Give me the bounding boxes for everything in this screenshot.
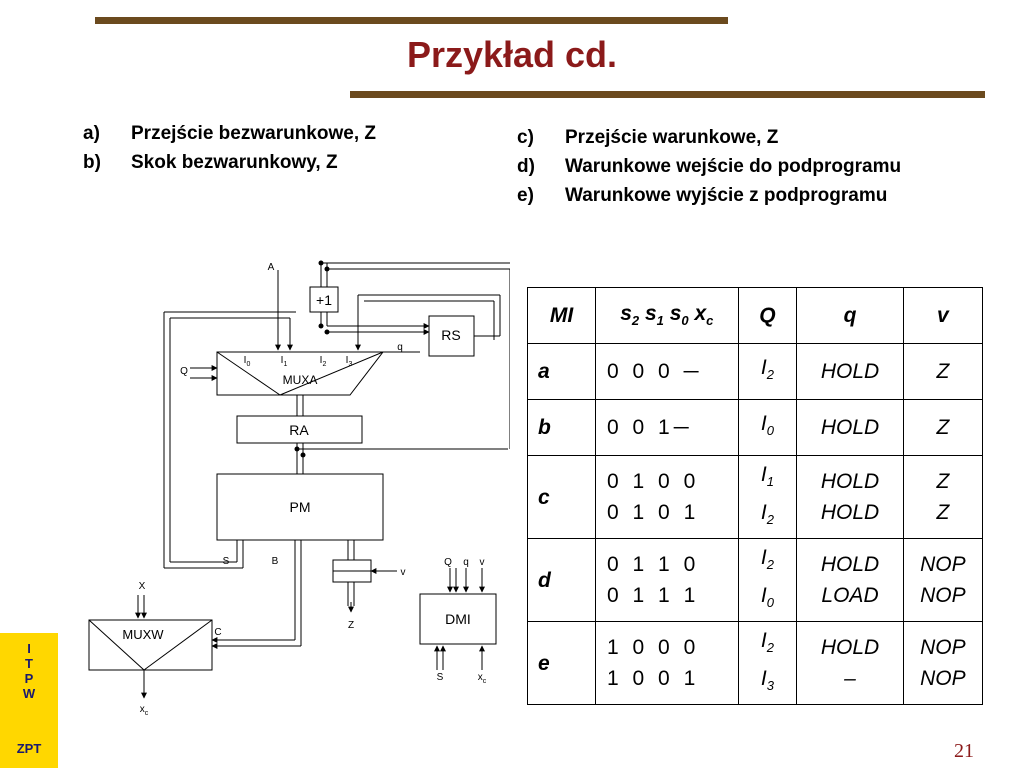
b-label: B	[272, 556, 279, 567]
junction-dot	[324, 266, 330, 272]
q-output-label: q	[397, 342, 403, 353]
left-list: a)Przejście bezwarunkowe, Z b)Skok bezwa…	[83, 119, 376, 177]
dmi-qs-label: q	[463, 557, 469, 568]
junction-dot	[294, 446, 300, 452]
list-item: a)Przejście bezwarunkowe, Z	[83, 123, 376, 144]
dmi-label: DMI	[445, 611, 471, 627]
sidebar-letter: P	[24, 671, 34, 686]
dmi-xc-label: xc	[478, 672, 487, 685]
sidebar-logo-strip: I T P W ZPT	[0, 633, 58, 768]
v-label: v	[401, 567, 406, 578]
table-row: b 0 0 1─ I0 HOLD Z	[526, 399, 984, 456]
junction-dot	[300, 452, 306, 458]
muxa-inner-line	[279, 351, 384, 396]
muxa-inner-line	[216, 351, 281, 396]
sidebar-footer: ZPT	[16, 741, 42, 756]
col-s: s2 s1 s0 xc	[595, 287, 739, 344]
s-label: S	[223, 556, 230, 567]
muxw-label: MUXW	[122, 627, 164, 642]
col-q-lower: q	[796, 287, 904, 344]
sidebar-letter: W	[22, 686, 36, 701]
x-label: X	[139, 581, 146, 592]
col-mi: MI	[526, 287, 597, 344]
output-xc-label: xc	[140, 704, 149, 717]
sidebar-letter: T	[25, 656, 33, 671]
i2-label: I2	[320, 355, 327, 368]
right-list: c)Przejście warunkowe, Z d)Warunkowe wej…	[517, 123, 901, 210]
col-v: v	[902, 287, 984, 344]
list-item: b)Skok bezwarunkowy, Z	[83, 152, 338, 173]
sidebar-letter: I	[27, 641, 31, 656]
col-q-upper: Q	[737, 287, 798, 344]
i3-label: I3	[346, 355, 353, 368]
pm-block	[216, 473, 384, 541]
rs-label: RS	[441, 327, 460, 343]
increment-block	[309, 286, 339, 313]
table-header-row: MI s2 s1 s0 xc Q q v	[526, 287, 984, 344]
muxw-inner-line	[88, 619, 145, 671]
dmi-block	[419, 593, 497, 645]
bottom-decorative-bar	[350, 91, 985, 98]
microinstruction-table: MI s2 s1 s0 xc Q q v a 0 0 0 ─ I2 HOLD Z…	[526, 287, 984, 705]
list-item: d)Warunkowe wejście do podprogramu	[517, 156, 902, 177]
a-label: A	[268, 262, 275, 273]
junction-dot	[318, 260, 324, 266]
list-item: c)Przejście warunkowe, Z	[517, 127, 779, 148]
dmi-s-label: S	[437, 672, 444, 683]
c-label: C	[214, 627, 221, 638]
muxa-label: MUXA	[283, 373, 318, 387]
top-decorative-bar	[95, 17, 728, 24]
pm-label: PM	[290, 499, 311, 515]
table-row: a 0 0 0 ─ I2 HOLD Z	[526, 343, 984, 400]
dmi-v-label: v	[480, 557, 485, 568]
z-label: Z	[348, 620, 354, 631]
page-number: 21	[954, 740, 974, 762]
junction-dot	[324, 329, 330, 335]
ra-block	[236, 415, 363, 444]
i1-label: I1	[281, 355, 288, 368]
q-input-label: Q	[180, 366, 188, 377]
dmi-q-label: Q	[444, 557, 452, 568]
list-item: e)Warunkowe wyjście z podprogramu	[517, 185, 888, 206]
increment-label: +1	[316, 292, 332, 308]
microprogram-unit-diagram: +1 RS MUXA RA PM MUXW DMI A Q q I0 I1 I2…	[88, 260, 510, 717]
muxw-inner-line	[143, 619, 213, 671]
ra-label: RA	[289, 422, 309, 438]
i0-label: I0	[244, 355, 251, 368]
muxw-block	[88, 619, 213, 671]
slide-title: Przykład cd.	[406, 34, 618, 75]
junction-dot	[318, 323, 324, 329]
